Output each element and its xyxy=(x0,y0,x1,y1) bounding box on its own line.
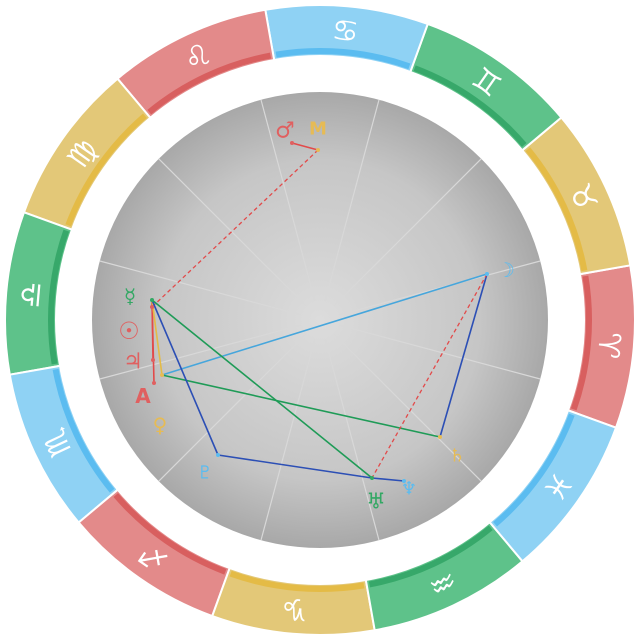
mercury-point xyxy=(150,298,154,302)
sign-edge-leo xyxy=(147,52,272,115)
aspect-lines xyxy=(151,142,488,482)
moon-glyph-icon: ☽ xyxy=(497,258,515,282)
house-line xyxy=(260,339,316,541)
sun-glyph-icon: ☉ xyxy=(118,317,140,345)
sign-edge-aries xyxy=(570,275,592,411)
sign-glyph-capricorn: ♑ xyxy=(280,590,310,627)
house-line xyxy=(158,333,307,482)
house-line xyxy=(260,99,316,301)
sign-sector-pisces xyxy=(488,409,618,563)
sign-edge-cancer xyxy=(275,48,411,70)
aspect-line-mercury-asc xyxy=(151,299,155,384)
sign-edge-gemini xyxy=(413,65,527,147)
sign-edge-aquarius xyxy=(368,525,493,588)
venus-glyph-icon: ♀ xyxy=(153,413,168,437)
mars-point xyxy=(290,141,294,145)
uranus-glyph-icon: ♅ xyxy=(366,490,386,515)
sign-edge-taurus xyxy=(525,147,588,272)
planet-glyphs: ♂ M ☽ ☿ ☉ ♃ A♀ ♄ ♇ ♅ ♆ xyxy=(118,119,515,515)
mc-point xyxy=(316,148,320,152)
zodiac-ring: ♈♉♊♋♌♍♎♏♐♑♒♓ xyxy=(4,4,636,636)
aspect-line-mercury-pluto xyxy=(151,299,219,456)
jupiter-glyph-icon: ♃ xyxy=(123,350,143,375)
aspect-line-mars-mc xyxy=(291,142,319,151)
sign-edge-pisces xyxy=(493,413,575,527)
sign-edge-virgo xyxy=(65,113,147,227)
sign-edge-capricorn xyxy=(229,570,365,592)
sign-glyph-aries: ♈ xyxy=(590,330,627,360)
house-line xyxy=(158,158,307,307)
aspect-line-moon-saturn xyxy=(439,273,488,438)
aspect-line-mc-sun xyxy=(151,149,319,308)
house-line xyxy=(333,333,482,482)
sign-glyph-cancer: ♋ xyxy=(330,13,360,50)
sun-point xyxy=(150,305,154,309)
aspect-line-pluto-uranus xyxy=(217,454,373,479)
aspect-line-uranus-neptune xyxy=(371,477,405,482)
house-line xyxy=(99,260,301,316)
saturn-point xyxy=(438,435,442,439)
house-line xyxy=(324,99,380,301)
aspect-line-mercury-uranus xyxy=(151,299,373,479)
mc-glyph-icon: M xyxy=(309,119,327,140)
house-line xyxy=(333,158,482,307)
sign-edge-scorpio xyxy=(52,368,115,493)
venus-point xyxy=(160,373,164,377)
asc-point xyxy=(152,381,156,385)
neptune-point xyxy=(402,479,406,483)
aspect-line-venus-saturn xyxy=(161,374,441,438)
uranus-point xyxy=(370,476,374,480)
neptune-glyph-icon: ♆ xyxy=(401,479,417,500)
house-line xyxy=(339,324,541,380)
pluto-point xyxy=(216,453,220,457)
jupiter-point xyxy=(151,358,155,362)
sign-edge-sagittarius xyxy=(113,493,227,575)
house-line xyxy=(99,324,301,380)
aspect-line-mercury-venus xyxy=(151,299,163,376)
mercury-glyph-icon: ☿ xyxy=(124,284,136,308)
mars-glyph-icon: ♂ xyxy=(275,119,295,144)
asc-glyph-icon: A xyxy=(135,384,151,408)
saturn-glyph-icon: ♄ xyxy=(449,446,465,467)
house-line xyxy=(324,339,380,541)
pluto-glyph-icon: ♇ xyxy=(197,463,213,484)
aspect-line-venus-moon xyxy=(161,273,488,376)
sign-glyph-libra: ♎ xyxy=(13,280,50,310)
sign-edge-libra xyxy=(48,229,70,365)
moon-point xyxy=(485,272,489,276)
